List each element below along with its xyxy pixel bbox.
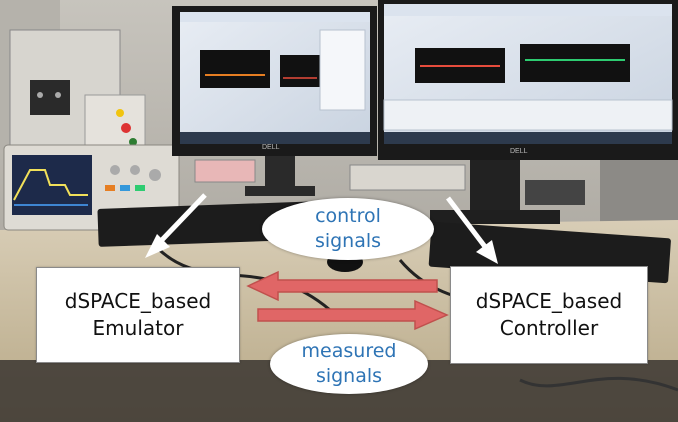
measured-signals-line2: signals — [315, 365, 383, 387]
emulator-label-line2: Emulator — [92, 316, 184, 340]
right-monitor-brand: DELL — [510, 148, 528, 155]
right-monitor — [378, 0, 678, 224]
controller-box: dSPACE_based Controller — [450, 266, 648, 364]
arrow-to-emulator — [246, 270, 438, 302]
left-monitor — [172, 6, 377, 196]
test-rig — [9, 29, 146, 156]
left-monitor-brand: DELL — [262, 144, 280, 151]
emulator-label-line1: dSPACE_based — [64, 289, 212, 313]
control-signals-callout: control signals — [262, 198, 434, 260]
measured-signals-line1: measured — [301, 340, 397, 363]
arrow-to-controller — [257, 299, 449, 331]
measured-signals-callout: measured signals — [270, 334, 428, 394]
control-signals-line2: signals — [314, 230, 382, 252]
control-signals-line1: control — [315, 205, 381, 228]
emulator-box: dSPACE_based Emulator — [36, 267, 240, 363]
control-signal-pointer-right — [446, 196, 498, 264]
control-signal-pointer-left — [145, 193, 207, 258]
controller-label-line1: dSPACE_based — [475, 289, 623, 313]
controller-label-line2: Controller — [499, 316, 599, 340]
